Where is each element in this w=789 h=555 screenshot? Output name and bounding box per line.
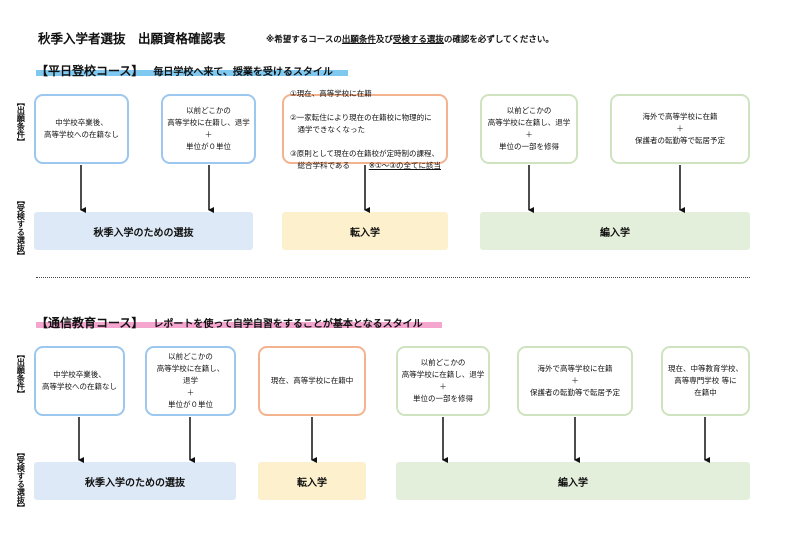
notice-mid: 及び — [375, 35, 393, 45]
correspondence-exam-transfer: 転入学 — [258, 462, 366, 500]
notice-post: の確認を必ずしてください。 — [443, 35, 554, 45]
notice-text: ※希望するコースの出願条件及び受検する選抜の確認を必ずしてください。 — [266, 33, 554, 45]
notice-underline-conditions: 出願条件 — [341, 35, 376, 45]
weekday-exam-label: 【受検する選抜】 — [16, 196, 26, 260]
correspondence-exam-readmission: 編入学 — [396, 462, 750, 500]
correspondence-tagline: レポートを使って自学自習をすることが基本となるスタイル — [153, 319, 423, 330]
correspondence-conditions-label: 【出願条件】 — [16, 350, 26, 398]
transfer-condition-1: ①現在、高等学校に在籍 — [290, 89, 372, 98]
notice-pre: ※希望するコースの — [266, 35, 342, 45]
weekday-title-highlight — [36, 70, 348, 76]
weekday-exam-readmission: 編入学 — [480, 212, 750, 250]
weekday-exam-transfer: 転入学 — [282, 212, 448, 250]
weekday-section-title: 【平日登校コース】毎日学校へ来て、授業を受けるスタイル — [36, 62, 333, 79]
correspondence-condition-new-graduate: 中学校卒業後、 高等学校への在籍なし — [34, 346, 125, 416]
weekday-condition-overseas: 海外で高等学校に在籍 ＋ 保護者の転勤等で転居予定 — [610, 94, 750, 164]
weekday-condition-new-graduate: 中学校卒業後、 高等学校への在籍なし — [34, 94, 129, 164]
notice-underline-exam: 受検する選抜 — [392, 35, 444, 45]
weekday-condition-transfer: ①現在、高等学校に在籍 ②一家転住により現在の在籍校に物理的に 通学できなくなっ… — [282, 89, 448, 170]
transfer-condition-3: ③原則として現在の在籍校が定時制の課程、 総合学科である — [290, 149, 439, 170]
transfer-note: ※①～③の全てに該当 — [368, 161, 441, 170]
correspondence-exam-autumn-entrance: 秋季入学のための選抜 — [34, 462, 236, 500]
weekday-tagline: 毎日学校へ来て、授業を受けるスタイル — [153, 67, 333, 78]
section-divider — [36, 277, 750, 278]
weekday-condition-partial-credits: 以前どこかの 高等学校に在籍し、退学 ＋ 単位の一部を修得 — [480, 94, 578, 164]
correspondence-exam-label: 【受検する選抜】 — [16, 448, 26, 512]
weekday-exam-autumn-entrance: 秋季入学のための選抜 — [34, 212, 253, 250]
correspondence-condition-zero-credits: 以前どこかの 高等学校に在籍し、 退学 ＋ 単位が０単位 — [145, 346, 236, 416]
correspondence-title-highlight — [36, 322, 442, 328]
weekday-conditions-label: 【出願条件】 — [16, 98, 26, 146]
correspondence-course-name: 【通信教育コース】 — [36, 316, 144, 330]
weekday-condition-zero-credits: 以前どこかの 高等学校に在籍し、退学 ＋ 単位が０単位 — [161, 94, 256, 164]
transfer-condition-2: ②一家転住により現在の在籍校に物理的に 通学できなくなった — [290, 113, 432, 134]
correspondence-condition-other-school: 現在、中等教育学校、 高等専門学校 等に 在籍中 — [661, 346, 750, 416]
correspondence-condition-overseas: 海外で高等学校に在籍 ＋ 保護者の転勤等で転居予定 — [517, 346, 633, 416]
correspondence-section-title: 【通信教育コース】レポートを使って自学自習をすることが基本となるスタイル — [36, 314, 423, 331]
page-title: 秋季入学者選抜 出願資格確認表 — [38, 31, 226, 46]
correspondence-condition-partial-credits: 以前どこかの 高等学校に在籍し、退学 ＋ 単位の一部を修得 — [396, 346, 490, 416]
correspondence-condition-transfer: 現在、高等学校に在籍中 — [258, 346, 366, 416]
weekday-course-name: 【平日登校コース】 — [36, 64, 144, 78]
